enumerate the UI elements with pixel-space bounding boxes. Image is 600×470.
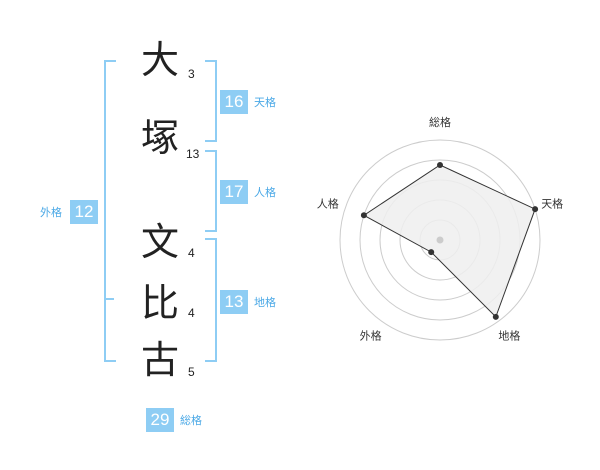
jinkaku-label: 人格	[254, 186, 276, 199]
name-char-1: 大	[140, 38, 179, 82]
radar-center-dot	[436, 236, 444, 244]
tenkaku-label: 天格	[254, 96, 276, 109]
radar-axis-label: 外格	[360, 329, 382, 343]
radar-point	[360, 212, 367, 219]
jinkaku-score: 17	[220, 180, 248, 204]
name-char-3: 文	[140, 220, 179, 264]
tenkaku-score: 16	[220, 90, 248, 114]
soukaku-score: 29	[146, 408, 174, 432]
radar-ring	[339, 139, 541, 341]
name-char-2: 塚	[140, 116, 179, 160]
chikaku-bracket	[205, 238, 217, 362]
radar-point	[532, 206, 539, 213]
radar-axis-label: 地格	[498, 329, 520, 343]
stroke-count-5: 5	[188, 365, 195, 379]
gaikaku-label: 外格	[40, 206, 62, 219]
soukaku-label: 総格	[180, 414, 202, 427]
radar-point	[437, 162, 443, 168]
radar-point	[428, 249, 435, 256]
radar-shape	[362, 164, 536, 318]
chikaku-score: 13	[220, 290, 248, 314]
radar-point	[492, 313, 499, 320]
jinkaku-bracket	[205, 150, 217, 232]
gaikaku-bracket	[104, 60, 116, 362]
chikaku-label: 地格	[254, 296, 276, 309]
gaikaku-bracket-tick	[104, 298, 114, 300]
radar-axis-label: 総格	[429, 115, 451, 129]
tenkaku-bracket	[205, 60, 217, 142]
stroke-count-4: 4	[188, 306, 195, 320]
radar-axis-label: 天格	[541, 197, 563, 211]
stroke-count-1: 3	[188, 67, 195, 81]
name-char-4: 比	[140, 281, 179, 325]
gaikaku-score: 12	[70, 200, 98, 224]
radar-axis-label: 人格	[317, 197, 339, 211]
name-char-5: 古	[140, 338, 179, 382]
radar-points	[360, 162, 539, 320]
stroke-count-2: 13	[186, 147, 200, 161]
stroke-count-3: 4	[188, 246, 195, 260]
